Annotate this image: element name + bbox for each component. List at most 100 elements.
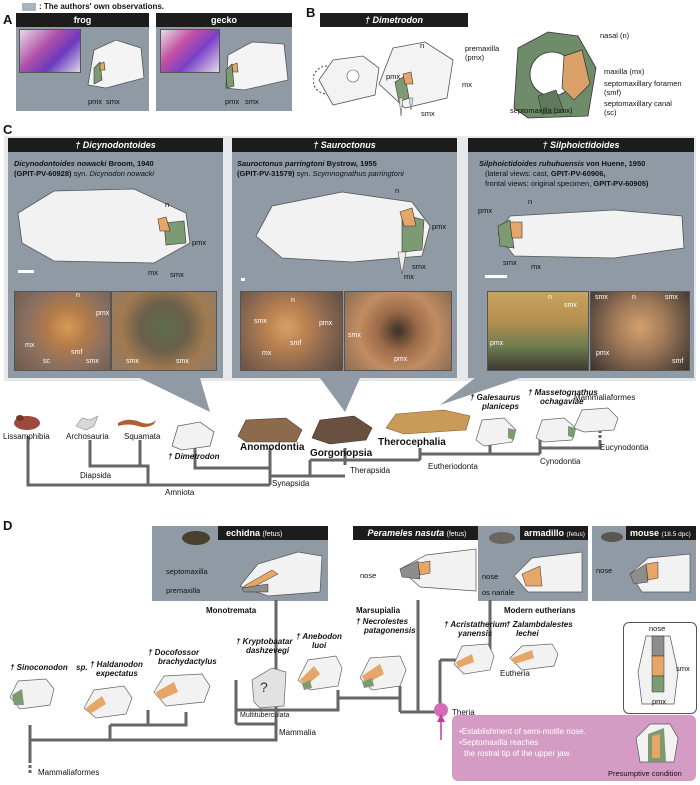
dicyno-author: Broom, 1940: [108, 159, 154, 168]
mouse-icon: [601, 532, 623, 542]
silph-note2b: GPIT-PV-60905): [593, 179, 649, 188]
dim-label-smf: septomaxillary foramen: [604, 79, 682, 88]
haldanodon-skull-drawing: [83, 685, 133, 719]
mouse-label-nose: nose: [596, 566, 613, 575]
silph-title: † Silphoictidoides: [468, 138, 694, 152]
tree-c-mammaliaformes: Mammaliaformes: [574, 393, 636, 402]
taxon-docofossor: † Docofossor: [148, 648, 200, 657]
silph-label-pmx: pmx: [478, 206, 493, 215]
bird-icon: [75, 415, 99, 431]
echidna-skull-drawing: [239, 551, 323, 597]
clade-theria: Theria: [452, 708, 475, 717]
mouse-skull-drawing: [629, 553, 691, 593]
silph-photo-label-smf: smf: [672, 358, 684, 365]
tree-c-squamata: Squamata: [124, 432, 161, 441]
sauro-photo-label-smx-2: smx: [348, 332, 361, 339]
dim-label-sc: septomaxillary canal: [604, 99, 672, 108]
sauro-caption-line2: (GPIT-PV-31579) syn. Scymnognathus parri…: [237, 169, 404, 178]
mouse-inset-drawing: [637, 635, 679, 705]
panel-letter-a: A: [3, 12, 13, 27]
sauro-label-mx: mx: [404, 272, 414, 281]
tree-c-galesaurus: † Galesaurus: [470, 393, 521, 402]
tree-c-archosauria: Archosauria: [66, 432, 109, 441]
armadillo-icon: [489, 532, 515, 544]
sauro-label-pmx: pmx: [432, 222, 447, 231]
perameles-stage: (fetus): [446, 531, 467, 538]
perameles-label-nose: nose: [360, 571, 377, 580]
taxon-docofossor-2: brachydactylus: [158, 657, 217, 666]
sauro-photo-frontal: [344, 291, 452, 371]
tree-c-clade-cynodontia: Cynodontia: [540, 457, 581, 466]
gecko-label-pmx: pmx: [225, 97, 240, 106]
galesaurus-skull-drawing: [475, 417, 517, 447]
lizard-icon: [118, 419, 156, 428]
echidna-stage: (fetus): [262, 531, 283, 538]
dim-label-smx: smx: [421, 109, 435, 118]
sauro-photo-label-pmx-2: pmx: [394, 356, 408, 363]
armadillo-stage: (fetus): [566, 531, 585, 538]
sauro-photo-lateral: [240, 291, 343, 371]
silph-photo-label-n-2: n: [632, 294, 636, 301]
panel-letter-c: C: [3, 122, 13, 137]
taxon-acristatherium-2: yanensis: [458, 629, 493, 638]
silph-photo-label-smx-1: smx: [564, 302, 577, 309]
clade-eutheria: Eutheria: [500, 669, 530, 678]
dicyno-photo-frontal: [111, 291, 217, 371]
gorgonopsia-skull-photo: [311, 415, 373, 445]
dicyno-syn-label: syn.: [73, 169, 88, 178]
silph-photo-label-pmx-2: pmx: [596, 350, 610, 357]
sauro-syn: Scymnognathus parringtoni: [312, 169, 404, 178]
armadillo-title: armadillo: [524, 528, 565, 538]
sauro-specimen: (GPIT-PV-31579): [237, 169, 295, 178]
dicyno-title: † Dicynodontoides: [8, 138, 223, 152]
armadillo-skull-drawing: [513, 551, 583, 593]
silph-photo-frontal: [590, 291, 690, 371]
echidna-label-septomaxilla: septomaxilla: [166, 567, 208, 576]
silph-photo-label-smx-2: smx: [595, 294, 608, 301]
legend-text: : The authors' own observations.: [39, 2, 165, 11]
tree-c-clade-eucynodontia: Eucynodontia: [600, 443, 649, 452]
dicyno-scale-bar: [18, 270, 34, 273]
clade-mammalia: Mammalia: [279, 728, 316, 737]
dim-label-mx: mx: [462, 80, 472, 89]
dicyno-photo-label-smx-2: smx: [126, 358, 139, 365]
sauro-photo-label-smf: smf: [290, 340, 302, 347]
dimetrodon-snout-closeup: [513, 31, 597, 119]
mammaliaformes-skull-drawing: [573, 407, 619, 433]
taxon-sinoconodon: † Sinoconodon: [10, 663, 68, 672]
silph-scale-bar: [485, 275, 507, 278]
sauro-photo-label-smx-1: smx: [254, 318, 267, 325]
mouse-inset-label-nose: nose: [649, 624, 666, 633]
dicyno-label-pmx: pmx: [192, 238, 207, 247]
presumptive-skull-drawing: [635, 723, 679, 763]
mouse-inset-label-smx: smx: [676, 664, 690, 673]
dicyno-photo-label-smx-3: smx: [176, 358, 189, 365]
dim-label-smf-abbr: (smf): [604, 88, 622, 97]
panel-letter-b: B: [306, 5, 316, 20]
sauro-photo-label-n: n: [291, 297, 295, 304]
taxon-sinoconodon-sp: sp.: [76, 663, 88, 672]
taxon-kryptobaatar-2: dashzevegi: [246, 646, 290, 655]
sauro-species: Sauroctonus parringtoni: [237, 159, 325, 168]
tree-c-clade-synapsida: Synapsida: [272, 479, 310, 488]
dim-label-premaxilla: premaxilla: [465, 44, 500, 53]
taxon-zalambdalestes-2: lechei: [516, 629, 539, 638]
theria-node-marker: [434, 703, 448, 717]
dimetrodon-title: † Dimetrodon: [320, 13, 468, 27]
echidna-label-premaxilla: premaxilla: [166, 586, 201, 595]
sauro-label-smx: smx: [412, 262, 426, 271]
tree-c-clade-therapsida: Therapsida: [350, 466, 391, 475]
clade-mammaliaformes-d: Mammaliaformes: [38, 768, 100, 777]
dicyno-photo-label-smx-1: smx: [86, 358, 99, 365]
svg-text:?: ?: [260, 679, 268, 695]
sauro-label-n: n: [395, 186, 400, 195]
armadillo-header: armadillo (fetus): [520, 526, 588, 540]
frog-title: frog: [16, 13, 149, 27]
sauro-syn-label: syn.: [296, 169, 311, 178]
dim-label-nasal: nasal (n): [600, 31, 630, 40]
group-modern-eutherians: Modern eutherians: [504, 606, 576, 615]
taxon-multituberculata: Multituberculata: [240, 712, 290, 719]
tree-c-galesaurus-2: planiceps: [482, 402, 519, 411]
